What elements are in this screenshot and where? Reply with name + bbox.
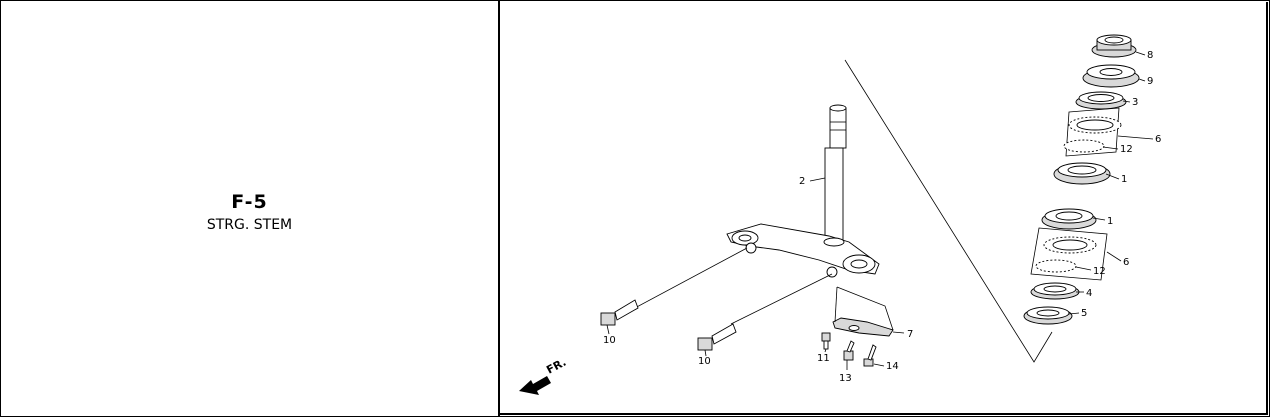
callout-12-lower: 12 xyxy=(1093,266,1106,277)
bearing-cone-3 xyxy=(1075,91,1127,110)
callout-11: 11 xyxy=(817,353,830,364)
assembly-guide-line xyxy=(844,59,1053,363)
bearing-group-6-upper xyxy=(1063,107,1122,157)
callout-2: 2 xyxy=(799,176,805,187)
bearing-cone-4 xyxy=(1030,282,1080,300)
callout-7: 7 xyxy=(907,329,913,340)
callout-3: 3 xyxy=(1132,97,1138,108)
callout-13: 13 xyxy=(839,373,852,384)
exploded-diagram: FR. xyxy=(519,34,1161,395)
bearing-race-1-lower xyxy=(1041,208,1097,230)
clamp-7 xyxy=(832,286,894,337)
callout-5: 5 xyxy=(1081,308,1087,319)
callout-1-upper: 1 xyxy=(1121,174,1127,185)
lock-nut-8 xyxy=(1091,34,1137,58)
section-name: STRG. STEM xyxy=(206,217,293,233)
front-direction-arrow: FR. xyxy=(519,356,568,395)
callout-4: 4 xyxy=(1086,288,1092,299)
pinch-bolt-10-right xyxy=(697,273,833,351)
pinch-bolt-10-left xyxy=(600,247,748,326)
callout-10-left: 10 xyxy=(603,335,616,346)
adjusting-nut-9 xyxy=(1082,64,1140,88)
callout-9: 9 xyxy=(1147,76,1153,87)
screw-14 xyxy=(863,344,877,367)
washer-bolt-13 xyxy=(843,340,855,361)
section-code: F-5 xyxy=(231,191,268,213)
exploded-diagram-panel: FR. xyxy=(499,2,1268,415)
callout-8: 8 xyxy=(1147,50,1153,61)
callout-12-upper: 12 xyxy=(1120,144,1133,155)
section-title-cell: F-5 STRG. STEM xyxy=(1,1,500,416)
steering-stem-2 xyxy=(726,104,880,278)
callout-6-lower: 6 xyxy=(1123,257,1129,268)
bolt-11 xyxy=(821,332,831,350)
dust-seal-5 xyxy=(1023,306,1073,325)
bearing-group-6-lower xyxy=(1030,227,1108,281)
callout-14: 14 xyxy=(886,361,899,372)
callout-1-lower: 1 xyxy=(1107,216,1113,227)
callout-10-right: 10 xyxy=(698,356,711,367)
bearing-race-1-upper xyxy=(1053,162,1111,185)
callout-6-upper: 6 xyxy=(1155,134,1161,145)
callout-leader-lines xyxy=(606,51,1154,370)
front-direction-label: FR. xyxy=(544,356,568,377)
